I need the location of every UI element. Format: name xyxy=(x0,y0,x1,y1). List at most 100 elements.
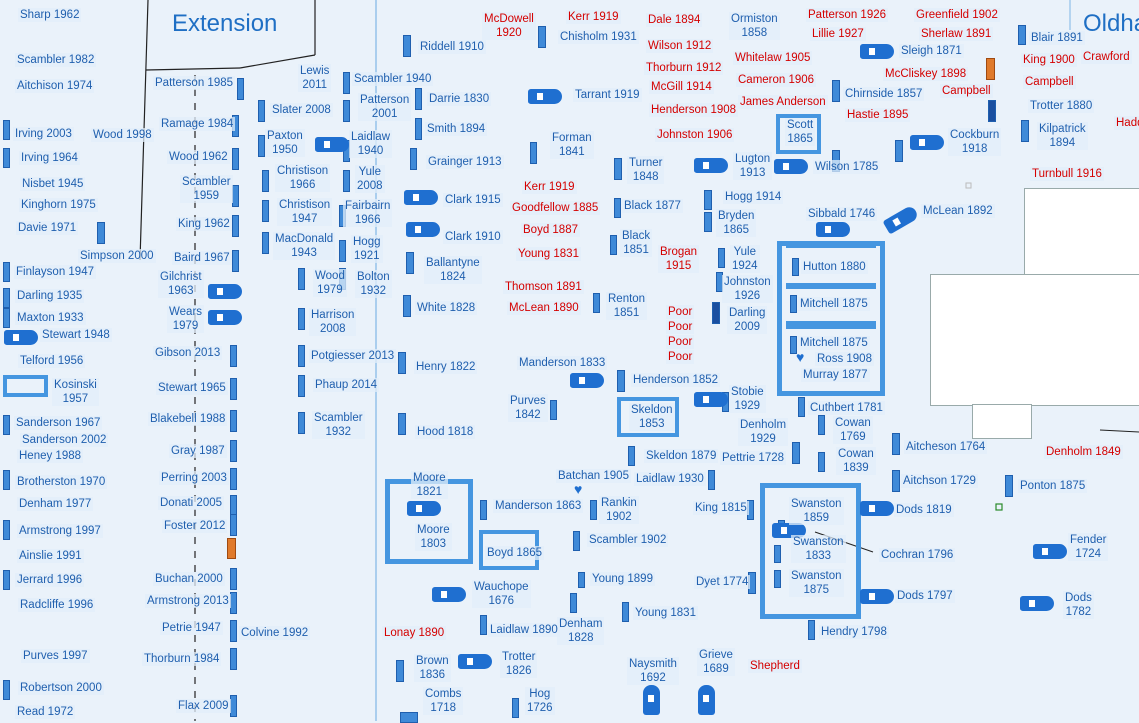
grave-label[interactable]: Irving 1964 xyxy=(19,151,80,165)
grave-label[interactable]: Hendry 1798 xyxy=(819,625,889,639)
grave-label[interactable]: Paxton 1950 xyxy=(265,129,305,157)
grave-label[interactable]: Patterson 1926 xyxy=(806,8,889,22)
grave-label[interactable]: Forman 1841 xyxy=(550,131,594,159)
grave-label[interactable]: Sanderson 1967 xyxy=(14,416,103,430)
enclosure-skeldon[interactable] xyxy=(617,397,679,437)
grave-label[interactable]: Hogg 1921 xyxy=(351,235,383,263)
grave-label[interactable]: Chirnside 1857 xyxy=(843,87,925,101)
grave-label[interactable]: Cowan 1839 xyxy=(836,447,876,475)
grave-label[interactable]: Chisholm 1931 xyxy=(558,30,639,44)
grave-label[interactable]: Lewis 2011 xyxy=(298,64,332,92)
headstone[interactable] xyxy=(628,446,635,466)
grave-label[interactable]: Stewart 1948 xyxy=(40,328,112,342)
grave-label[interactable]: King 1962 xyxy=(176,217,232,231)
grave-label[interactable]: King 1900 xyxy=(1021,53,1077,67)
headstone[interactable] xyxy=(1005,475,1013,497)
grave-label[interactable]: Gray 1987 xyxy=(169,444,227,458)
grave-label[interactable]: Purves 1997 xyxy=(21,649,90,663)
headstone[interactable] xyxy=(230,695,237,717)
grave-label[interactable]: Donati 2005 xyxy=(158,496,225,510)
grave-label[interactable]: Gilchrist 1963 xyxy=(158,270,204,298)
grave-label[interactable]: Dods 1819 xyxy=(894,503,954,517)
headstone[interactable] xyxy=(573,531,580,551)
grave-label[interactable]: Harrison 2008 xyxy=(309,308,357,336)
headstone[interactable] xyxy=(622,602,629,622)
enclosure-kosinski[interactable] xyxy=(3,375,48,397)
memorial-icon[interactable] xyxy=(860,589,894,604)
grave-label[interactable]: Hog 1726 xyxy=(525,687,555,715)
grave-label[interactable]: Smith 1894 xyxy=(425,122,488,136)
memorial-icon[interactable] xyxy=(528,89,562,104)
headstone[interactable] xyxy=(614,158,622,180)
grave-label[interactable]: Darrie 1830 xyxy=(427,92,492,106)
grave-label[interactable]: Poor xyxy=(666,320,695,334)
grave-label[interactable]: Darling 1935 xyxy=(15,289,85,303)
headstone[interactable] xyxy=(798,397,805,417)
headstone[interactable] xyxy=(790,336,797,354)
grave-label[interactable]: Cuthbert 1781 xyxy=(808,401,885,415)
grave-label[interactable]: Clark 1915 xyxy=(443,193,503,207)
memorial-icon[interactable] xyxy=(208,310,242,325)
grave-label[interactable]: Kinghorn 1975 xyxy=(19,198,98,212)
grave-label[interactable]: Brotherston 1970 xyxy=(15,475,108,489)
grave-label[interactable]: Patterson 1985 xyxy=(153,76,236,90)
headstone[interactable] xyxy=(262,232,269,254)
headstone[interactable] xyxy=(3,680,10,700)
headstone[interactable] xyxy=(230,648,237,670)
grave-label[interactable]: Henderson 1908 xyxy=(649,103,739,117)
grave-label[interactable]: Finlayson 1947 xyxy=(14,265,96,279)
grave-label[interactable]: Irving 2003 xyxy=(13,127,74,141)
grave-label[interactable]: Potgiesser 2013 xyxy=(309,349,397,363)
headstone[interactable] xyxy=(3,148,10,168)
grave-label[interactable]: Dyet 1774 xyxy=(694,575,751,589)
grave-label[interactable]: Whitelaw 1905 xyxy=(733,51,813,65)
grave-label[interactable]: White 1828 xyxy=(415,301,478,315)
grave-label[interactable]: Boyd 1887 xyxy=(521,223,580,237)
memorial-icon[interactable] xyxy=(860,44,894,59)
headstone[interactable] xyxy=(403,35,411,57)
grave-label[interactable]: Read 1972 xyxy=(15,705,76,719)
grave-label[interactable]: Davie 1971 xyxy=(16,221,79,235)
grave-label[interactable]: Scott 1865 xyxy=(785,118,816,146)
headstone[interactable] xyxy=(790,295,797,313)
headstone[interactable] xyxy=(774,545,781,563)
grave-label[interactable]: Wood 1962 xyxy=(167,150,230,164)
headstone[interactable] xyxy=(480,500,487,520)
headstone[interactable] xyxy=(232,250,239,272)
grave-label[interactable]: Nisbet 1945 xyxy=(20,177,86,191)
headstone[interactable] xyxy=(512,698,519,718)
grave-label[interactable]: Ross 1908 xyxy=(815,352,874,366)
grave-label[interactable]: Laidlaw 1890 xyxy=(488,623,560,637)
grave-label[interactable]: Goodfellow 1885 xyxy=(510,201,601,215)
grave-label[interactable]: Slater 2008 xyxy=(270,103,333,117)
grave-label[interactable]: Trotter 1826 xyxy=(500,650,538,678)
grave-label[interactable]: Laidlaw 1930 xyxy=(634,472,706,486)
grave-label[interactable]: McLean 1892 xyxy=(921,204,995,218)
grave-label[interactable]: Kilpatrick 1894 xyxy=(1037,122,1088,150)
memorial-icon[interactable] xyxy=(404,190,438,205)
grave-label[interactable]: Dods 1797 xyxy=(895,589,955,603)
headstone-orange[interactable] xyxy=(227,538,236,559)
grave-label[interactable]: Blakebell 1988 xyxy=(148,412,228,426)
grave-label[interactable]: Riddell 1910 xyxy=(418,40,486,54)
headstone[interactable] xyxy=(610,235,617,255)
grave-label[interactable]: Johnston 1906 xyxy=(655,128,735,142)
headstone[interactable] xyxy=(708,470,715,490)
grave-label[interactable]: Stewart 1965 xyxy=(156,381,228,395)
grave-label[interactable]: Hadd xyxy=(1114,116,1139,130)
grave-label[interactable]: Thomson 1891 xyxy=(503,280,584,294)
grave-label[interactable]: Denham 1828 xyxy=(557,617,605,645)
grave-label[interactable]: Colvine 1992 xyxy=(239,626,311,640)
headstone[interactable] xyxy=(712,302,720,324)
headstone[interactable] xyxy=(3,308,10,328)
grave-label[interactable]: Thorburn 1912 xyxy=(644,61,724,75)
grave-label[interactable]: Lillie 1927 xyxy=(810,27,866,41)
grave-label[interactable]: Perring 2003 xyxy=(159,471,229,485)
grave-label[interactable]: Wilson 1785 xyxy=(813,160,881,174)
memorial-icon[interactable] xyxy=(315,137,349,152)
headstone[interactable] xyxy=(3,520,10,540)
grave-label[interactable]: Gibson 2013 xyxy=(153,346,223,360)
grave-label[interactable]: Ainslie 1991 xyxy=(17,549,84,563)
grave-label[interactable]: Baird 1967 xyxy=(172,251,232,265)
headstone[interactable] xyxy=(230,378,237,400)
